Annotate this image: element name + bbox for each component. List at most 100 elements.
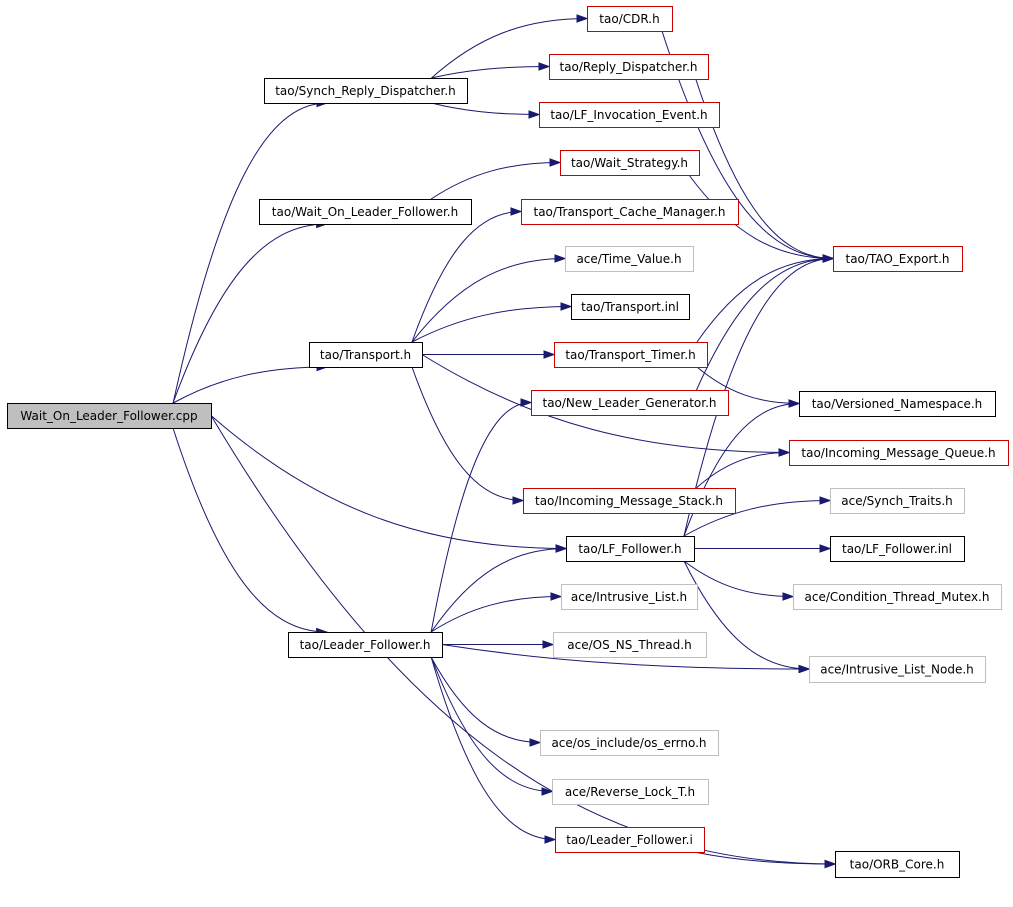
edge-line xyxy=(210,415,836,865)
node-label: tao/New_Leader_Generator.h xyxy=(542,396,716,410)
node-ctm[interactable]: ace/Condition_Thread_Mutex.h xyxy=(793,584,1002,610)
node-transport-inl[interactable]: tao/Transport.inl xyxy=(571,294,690,320)
node-reverse-lock[interactable]: ace/Reverse_Lock_T.h xyxy=(552,779,709,805)
node-root[interactable]: Wait_On_Leader_Follower.cpp xyxy=(7,403,212,429)
node-leader-follower-i[interactable]: tao/Leader_Follower.i xyxy=(555,827,705,853)
edge-line xyxy=(431,66,550,79)
node-label: ace/os_include/os_errno.h xyxy=(551,736,706,750)
node-label: tao/Incoming_Message_Stack.h xyxy=(535,494,723,508)
node-tcm[interactable]: tao/Transport_Cache_Manager.h xyxy=(521,199,739,225)
node-nlg[interactable]: tao/New_Leader_Generator.h xyxy=(531,390,729,416)
edge-synch-reply-to-lf-inv xyxy=(431,102,541,119)
arrowhead-icon xyxy=(824,859,837,869)
edge-leader-follower-i-to-orb-core xyxy=(693,851,837,869)
node-transport[interactable]: tao/Transport.h xyxy=(309,342,423,368)
node-iln[interactable]: ace/Intrusive_List_Node.h xyxy=(809,656,986,683)
edge-wait-olf-to-wait-strat xyxy=(430,158,562,200)
edge-line xyxy=(688,174,834,259)
arrowhead-icon xyxy=(788,399,801,408)
node-transport-timer[interactable]: tao/Transport_Timer.h xyxy=(554,342,708,368)
node-label: tao/Incoming_Message_Queue.h xyxy=(801,446,995,460)
arrowhead-icon xyxy=(782,592,795,601)
node-label: tao/Versioned_Namespace.h xyxy=(812,397,983,411)
edge-leader-follower-to-os-ns-thread xyxy=(442,640,555,649)
edge-line xyxy=(430,656,541,743)
arrowhead-icon xyxy=(541,787,554,796)
node-box xyxy=(789,440,1009,466)
node-box xyxy=(566,536,695,562)
node-box xyxy=(259,199,472,225)
node-label: tao/Leader_Follower.h xyxy=(300,638,431,652)
node-label: tao/TAO_Export.h xyxy=(846,252,950,266)
edge-leader-follower-to-iln xyxy=(441,644,811,674)
edge-transport-to-transport-timer xyxy=(422,350,556,359)
node-orb-core[interactable]: tao/ORB_Core.h xyxy=(835,851,960,878)
node-label: tao/LF_Follower.h xyxy=(578,542,681,556)
edge-line xyxy=(441,644,810,670)
edge-line xyxy=(693,851,836,865)
edge-line xyxy=(421,354,790,453)
node-lf-inv[interactable]: tao/LF_Invocation_Event.h xyxy=(539,102,720,128)
node-time-value[interactable]: ace/Time_Value.h xyxy=(565,246,694,272)
edge-leader-follower-to-intrusive-list xyxy=(430,592,563,633)
node-box xyxy=(7,403,212,429)
node-intrusive-list[interactable]: ace/Intrusive_List.h xyxy=(561,584,698,610)
node-box xyxy=(793,584,1002,610)
node-box xyxy=(540,730,719,756)
edge-line xyxy=(172,427,327,633)
node-imq[interactable]: tao/Incoming_Message_Queue.h xyxy=(789,440,1009,466)
edge-line xyxy=(411,211,522,343)
edge-line xyxy=(411,258,566,343)
node-wait-strat[interactable]: tao/Wait_Strategy.h xyxy=(560,150,700,176)
node-label: ace/Synch_Traits.h xyxy=(841,494,952,508)
edge-synch-reply-to-reply-disp xyxy=(431,62,551,79)
node-label: Wait_On_Leader_Follower.cpp xyxy=(20,409,197,423)
arrowhead-icon xyxy=(550,592,563,601)
node-label: tao/Synch_Reply_Dispatcher.h xyxy=(275,84,456,98)
node-cdr[interactable]: tao/CDR.h xyxy=(587,6,673,32)
edge-root-to-synch-reply xyxy=(172,98,329,404)
edge-transport-to-transport-inl xyxy=(411,302,573,343)
edge-line xyxy=(683,560,794,597)
edge-lf-follower-to-ctm xyxy=(683,560,795,601)
edge-line xyxy=(696,366,800,404)
node-versioned-ns[interactable]: tao/Versioned_Namespace.h xyxy=(799,391,996,417)
arrowhead-icon xyxy=(554,254,567,263)
edge-line xyxy=(411,366,524,501)
edge-line xyxy=(683,258,834,537)
node-os-errno[interactable]: ace/os_include/os_errno.h xyxy=(540,730,719,756)
node-wait-olf[interactable]: tao/Wait_On_Leader_Follower.h xyxy=(259,199,472,225)
node-box xyxy=(549,54,709,80)
arrowhead-icon xyxy=(819,544,832,553)
node-box xyxy=(830,488,965,514)
node-label: tao/Transport.inl xyxy=(581,300,679,314)
node-tao-export[interactable]: tao/TAO_Export.h xyxy=(833,246,963,272)
edge-transport-to-ims xyxy=(411,366,525,505)
node-leader-follower[interactable]: tao/Leader_Follower.h xyxy=(288,632,443,658)
edge-root-to-wait-olf xyxy=(172,219,329,404)
edge-line xyxy=(172,102,328,404)
node-label: tao/CDR.h xyxy=(599,12,659,26)
edge-line xyxy=(683,500,831,537)
node-reply-disp[interactable]: tao/Reply_Dispatcher.h xyxy=(549,54,709,80)
edge-line xyxy=(430,402,532,633)
node-lf-follower[interactable]: tao/LF_Follower.h xyxy=(566,536,695,562)
nodes-layer: Wait_On_Leader_Follower.cpp tao/Synch_Rep… xyxy=(7,6,1009,878)
node-ims[interactable]: tao/Incoming_Message_Stack.h xyxy=(523,488,736,514)
node-label: ace/Condition_Thread_Mutex.h xyxy=(805,590,990,604)
node-box xyxy=(539,102,720,128)
edge-line xyxy=(696,452,790,489)
node-synch-reply[interactable]: tao/Synch_Reply_Dispatcher.h xyxy=(264,78,468,104)
edge-line xyxy=(431,18,588,79)
node-synch-traits[interactable]: ace/Synch_Traits.h xyxy=(830,488,965,514)
node-box xyxy=(830,536,965,562)
node-os-ns-thread[interactable]: ace/OS_NS_Thread.h xyxy=(553,632,707,658)
arrowhead-icon xyxy=(529,738,542,747)
edge-lf-follower-to-synch-traits xyxy=(683,496,832,537)
edge-line xyxy=(172,366,328,404)
arrowhead-icon xyxy=(798,664,811,674)
edge-lf-follower-to-tao-export xyxy=(683,254,835,537)
arrowhead-icon xyxy=(542,640,555,649)
node-lf-follower-inl[interactable]: tao/LF_Follower.inl xyxy=(830,536,965,562)
edge-leader-follower-to-os-errno xyxy=(430,656,542,747)
